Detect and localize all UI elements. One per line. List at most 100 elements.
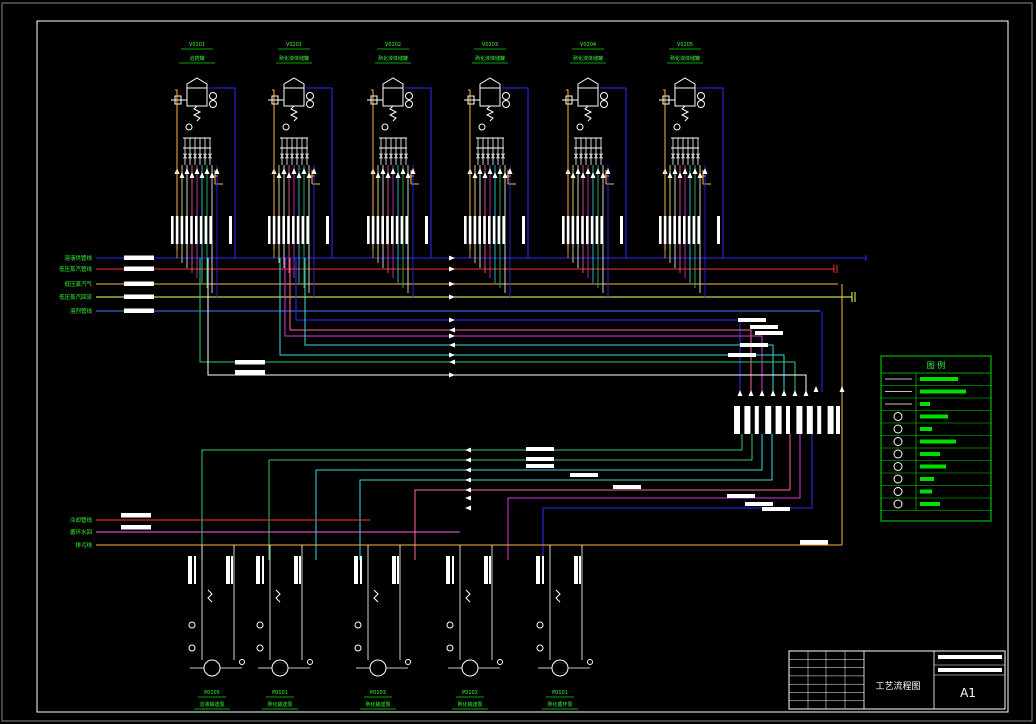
pump-block bbox=[294, 556, 298, 584]
jacket-block bbox=[692, 216, 696, 244]
pump-name: 熟化输送泵 bbox=[457, 701, 482, 708]
branch-valve-icon bbox=[192, 153, 198, 159]
jacket-block bbox=[483, 216, 486, 244]
steam-pipe bbox=[468, 89, 471, 250]
vessel-name: 熟化液体储罐 bbox=[573, 55, 603, 62]
branch-valve-icon bbox=[187, 153, 193, 159]
flow-arrow-up bbox=[400, 168, 406, 174]
branch-valve-icon bbox=[695, 153, 701, 159]
flow-arrow-up bbox=[194, 168, 200, 174]
branch-valve-icon bbox=[500, 153, 506, 159]
flow-arrow-up bbox=[492, 172, 498, 178]
flow-arrow-right bbox=[449, 317, 455, 323]
branch-valve-icon bbox=[299, 153, 305, 159]
line-tag-bar bbox=[613, 485, 641, 489]
steam-pipe bbox=[663, 89, 666, 250]
branch-valve-icon bbox=[294, 153, 300, 159]
heat-exchanger-block bbox=[817, 406, 822, 434]
tank-body bbox=[283, 87, 305, 107]
pump-block bbox=[452, 556, 454, 584]
heat-exchanger-block bbox=[775, 406, 782, 434]
supply-pipe bbox=[201, 434, 743, 560]
steam-pipe bbox=[272, 89, 275, 250]
branch-valve-icon bbox=[485, 153, 491, 159]
jacket-block bbox=[464, 216, 467, 244]
pump-name: 溶液输送泵 bbox=[199, 701, 224, 708]
jacket-block bbox=[668, 216, 672, 244]
flow-arrow-up bbox=[590, 172, 596, 178]
title-text-bar bbox=[938, 668, 1002, 672]
circulation-pipe bbox=[405, 87, 432, 258]
pump-block bbox=[536, 556, 540, 584]
vessel-tag: V0202 bbox=[385, 42, 401, 48]
flow-arrow-left bbox=[465, 487, 471, 493]
tank-roof bbox=[382, 77, 404, 88]
flow-arrow-up bbox=[487, 168, 493, 174]
flow-arrow-up bbox=[375, 172, 381, 178]
steam-pipe bbox=[566, 89, 569, 250]
jacket-block bbox=[697, 216, 700, 244]
legend-symbol bbox=[893, 437, 903, 446]
flow-arrow-up bbox=[189, 172, 195, 178]
pump-block bbox=[392, 556, 396, 584]
heat-exchanger-block bbox=[827, 406, 834, 434]
branch-valve-icon bbox=[207, 153, 213, 159]
pump-icon bbox=[461, 659, 479, 677]
tank-body bbox=[577, 87, 599, 107]
pump-block bbox=[579, 556, 581, 584]
branch-valve-icon bbox=[279, 153, 285, 159]
legend-symbol bbox=[893, 487, 903, 496]
jacket-block bbox=[185, 216, 188, 244]
title-text-bar bbox=[938, 655, 1002, 659]
branch-valve-icon bbox=[593, 153, 599, 159]
branch-valve-icon bbox=[690, 153, 696, 159]
flow-arrow-left bbox=[465, 505, 471, 511]
pressure-gauge-icon bbox=[188, 644, 196, 652]
drawing-frame-inner bbox=[36, 20, 1009, 713]
branch-valve-icon bbox=[490, 153, 496, 159]
flow-arrow-left bbox=[465, 467, 471, 473]
jacket-block bbox=[595, 216, 599, 244]
flow-meter-icon bbox=[576, 123, 584, 131]
flow-arrow-left bbox=[449, 327, 455, 333]
pump-name: 熟化输送泵 bbox=[365, 701, 390, 708]
pressure-gauge-icon bbox=[354, 621, 362, 629]
pressure-gauge-icon bbox=[536, 644, 544, 652]
flow-arrow-right bbox=[449, 294, 455, 300]
line-tag-bar bbox=[745, 502, 773, 506]
pressure-gauge-icon bbox=[188, 621, 196, 629]
jacket-block bbox=[586, 216, 589, 244]
jacket-block bbox=[180, 216, 184, 244]
jacket-block bbox=[571, 216, 575, 244]
pump-block bbox=[446, 556, 450, 584]
flow-arrow-right bbox=[449, 333, 455, 339]
flow-meter-icon bbox=[282, 123, 290, 131]
line-tag-bar bbox=[526, 457, 554, 461]
pump-header-label: 冷却管线 bbox=[70, 516, 93, 524]
pump-tag: P0101 bbox=[552, 690, 568, 696]
line-tag-bar bbox=[738, 318, 766, 322]
flow-arrow-up bbox=[737, 390, 743, 396]
jacket-block bbox=[386, 216, 389, 244]
circulation-pipe bbox=[502, 87, 529, 258]
pressure-gauge-icon bbox=[209, 100, 217, 108]
manifold-group bbox=[199, 258, 845, 545]
heat-exchanger-block bbox=[836, 406, 840, 434]
line-tag-bar bbox=[121, 525, 151, 530]
heater-coil-icon bbox=[192, 105, 202, 122]
flow-arrow-up bbox=[209, 172, 215, 178]
branch-valve-icon bbox=[495, 153, 501, 159]
legend-rows bbox=[881, 373, 991, 511]
jacket-block bbox=[229, 216, 232, 244]
jacket-block bbox=[376, 216, 380, 244]
branch-valve-icon bbox=[197, 153, 203, 159]
jacket-block bbox=[171, 216, 174, 244]
line-tag-bar bbox=[124, 266, 154, 271]
flow-arrow-up bbox=[839, 386, 845, 392]
pressure-gauge-icon bbox=[256, 644, 264, 652]
legend-box: 图 例 bbox=[880, 355, 992, 522]
flow-arrow-up bbox=[214, 168, 220, 174]
jacket-block bbox=[576, 216, 579, 244]
